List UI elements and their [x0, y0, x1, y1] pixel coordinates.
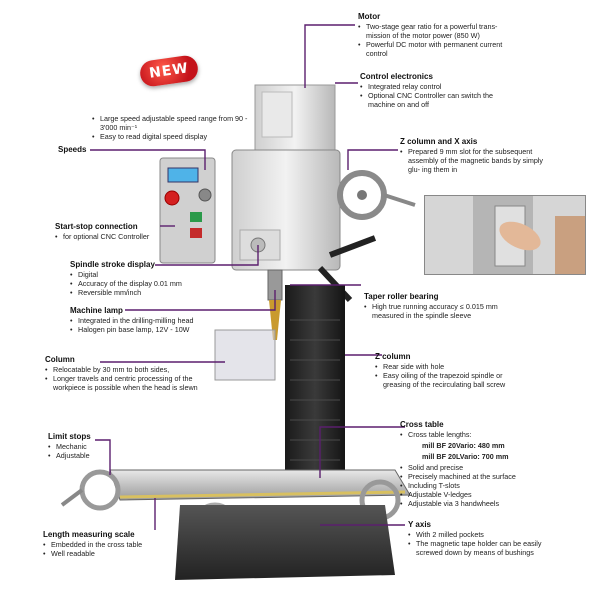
callout-item: Digital	[70, 270, 210, 279]
speed-knob	[198, 188, 212, 202]
callout-control-electronics: Control electronics Integrated relay con…	[360, 72, 520, 109]
callout-title: Y axis	[408, 520, 431, 529]
callout-title: Machine lamp	[70, 306, 123, 315]
callout-item: Easy to read digital speed display	[92, 132, 252, 141]
table-length-2: mill BF 20LVario: 700 mm	[422, 452, 509, 461]
callout-column: Column Relocatable by 30 mm to both side…	[45, 355, 225, 392]
callout-item: Precisely machined at the surface	[400, 472, 560, 481]
callout-machine-lamp: Machine lamp Integrated in the drilling-…	[70, 306, 230, 334]
callout-item: Two-stage gear ratio for a powerful tran…	[358, 22, 518, 40]
callout-title: Z column	[375, 352, 411, 361]
callout-item: Mechanic	[48, 442, 128, 451]
callout-item: The magnetic tape holder can be easily s…	[408, 539, 558, 557]
callout-item: Powerful DC motor with permanent current…	[358, 40, 518, 58]
callout-item: Large speed adjustable speed range from …	[92, 114, 252, 132]
callout-item: for optional CNC Controller	[55, 232, 170, 241]
callout-title: Motor	[358, 12, 381, 21]
length-measuring-scale	[119, 490, 406, 499]
callout-item: High true running accuracy ≤ 0.015 mm me…	[364, 302, 514, 320]
callout-item: Adjustable via 3 handwheels	[400, 499, 560, 508]
callout-item: Adjustable V-ledges	[400, 490, 560, 499]
callout-start-stop: Start-stop connection for optional CNC C…	[55, 222, 170, 241]
callout-item: Rear side with hole	[375, 362, 515, 371]
magnetic-band-inset-photo	[424, 195, 586, 275]
chip-guard	[214, 329, 276, 381]
callout-title: Z column and X axis	[400, 137, 478, 146]
machine-base	[175, 505, 395, 580]
callout-title: Column	[45, 355, 75, 364]
callout-item: Embedded in the cross table	[43, 540, 193, 549]
emergency-stop-button	[164, 190, 180, 206]
callout-item: Solid and precise	[400, 463, 560, 472]
callout-y-axis: Y axis With 2 milled pockets The magneti…	[408, 520, 558, 557]
callout-title: Control electronics	[360, 72, 433, 81]
callout-item: Optional CNC Controller can switch the m…	[360, 91, 520, 109]
callout-length-scale: Length measuring scale Embedded in the c…	[43, 530, 193, 558]
table-length-1: mill BF 20Vario: 480 mm	[422, 441, 505, 450]
callout-title: Start-stop connection	[55, 222, 138, 231]
callout-item: Accuracy of the display 0.01 mm	[70, 279, 210, 288]
callout-item: Cross table lengths:	[400, 430, 560, 439]
callout-motor: Motor Two-stage gear ratio for a powerfu…	[358, 12, 518, 58]
callout-item: Reversible mm/inch	[70, 288, 210, 297]
callout-item: Adjustable	[48, 451, 128, 460]
callout-item: Easy oiling of the trapezoid spindle or …	[375, 371, 515, 389]
callout-item: Integrated relay control	[360, 82, 520, 91]
callout-title: Speeds	[58, 145, 87, 154]
callout-item: Relocatable by 30 mm to both sides,	[45, 365, 225, 374]
callout-item: Halogen pin base lamp, 12V - 10W	[70, 325, 230, 334]
callout-item: Prepared 9 mm slot for the subsequent as…	[400, 147, 545, 174]
callout-item: Longer travels and centric processing of…	[45, 374, 225, 392]
callout-taper-roller: Taper roller bearing High true running a…	[364, 292, 514, 320]
callout-title: Length measuring scale	[43, 530, 135, 539]
callout-cross-table: Cross table Cross table lengths: mill BF…	[400, 420, 560, 508]
start-button	[190, 212, 202, 222]
callout-z-column: Z column Rear side with hole Easy oiling…	[375, 352, 515, 389]
callout-z-column-x-axis: Z column and X axis Prepared 9 mm slot f…	[400, 137, 545, 174]
callout-speeds: Speeds	[58, 145, 86, 155]
callout-item: Integrated in the drilling-milling head	[70, 316, 230, 325]
callout-item: With 2 milled pockets	[408, 530, 558, 539]
callout-spindle-stroke: Spindle stroke display Digital Accuracy …	[70, 260, 210, 297]
callout-item: Well readable	[43, 549, 193, 558]
stop-button	[190, 228, 202, 238]
callout-title: Taper roller bearing	[364, 292, 439, 301]
callout-item: Including T-slots	[400, 481, 560, 490]
lcd-display	[167, 167, 199, 183]
callout-speed-range: Large speed adjustable speed range from …	[92, 114, 252, 141]
callout-title: Cross table	[400, 420, 444, 429]
callout-title: Spindle stroke display	[70, 260, 155, 269]
callout-limit-stops: Limit stops Mechanic Adjustable	[48, 432, 128, 460]
callout-title: Limit stops	[48, 432, 91, 441]
